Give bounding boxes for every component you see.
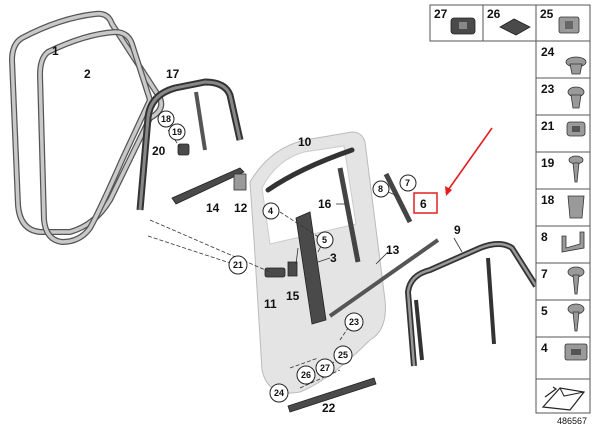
parts-table-column: 24 23 21 19 18 8 7 <box>535 40 591 380</box>
svg-text:21: 21 <box>233 260 243 270</box>
table-cell-23: 23 <box>541 82 585 109</box>
door-seal-2 <box>37 29 153 245</box>
highlight-marker: 6 <box>413 127 493 214</box>
callout-3: 3 <box>330 251 337 265</box>
svg-text:7: 7 <box>405 178 410 188</box>
highlight-label: 6 <box>420 197 427 211</box>
callout-21: 21 <box>228 255 248 275</box>
window-frame-trim-17 <box>136 78 244 211</box>
svg-text:26: 26 <box>487 7 501 21</box>
parts-table-top-row: 27 26 25 <box>429 4 591 42</box>
callout-24: 24 <box>269 383 289 403</box>
sill-trim-22 <box>287 377 377 413</box>
svg-text:27: 27 <box>320 363 330 373</box>
svg-text:25: 25 <box>338 350 348 360</box>
svg-text:8: 8 <box>541 230 548 244</box>
callout-22: 22 <box>322 401 336 415</box>
svg-text:4: 4 <box>541 341 548 355</box>
svg-text:24: 24 <box>541 45 555 59</box>
svg-text:24: 24 <box>274 388 284 398</box>
callout-27: 27 <box>315 358 335 378</box>
table-cell-25: 25 <box>540 7 580 34</box>
callout-19: 19 <box>168 123 186 141</box>
svg-text:23: 23 <box>349 317 359 327</box>
svg-text:4: 4 <box>268 206 273 216</box>
belt-strip-13 <box>328 238 440 318</box>
table-cell-5: 5 <box>541 303 585 332</box>
callout-12: 12 <box>234 201 248 215</box>
callout-4: 4 <box>262 202 280 220</box>
table-cell-8: 8 <box>541 230 585 253</box>
callout-20: 20 <box>152 144 166 158</box>
door-seal-1 <box>9 10 165 235</box>
callout-16: 16 <box>318 197 332 211</box>
callout-17: 17 <box>166 67 180 81</box>
svg-text:26: 26 <box>301 370 311 380</box>
svg-text:18: 18 <box>541 193 555 207</box>
table-cell-7: 7 <box>541 266 585 295</box>
svg-text:19: 19 <box>172 127 182 137</box>
svg-text:23: 23 <box>541 82 555 96</box>
table-cell-27: 27 <box>434 7 476 35</box>
window-channel-9 <box>405 241 539 367</box>
callout-14: 14 <box>206 201 220 215</box>
callout-18: 18 <box>157 110 175 128</box>
table-cell-4: 4 <box>541 341 588 361</box>
table-cell-24: 24 <box>541 45 587 75</box>
svg-text:8: 8 <box>378 184 383 194</box>
svg-text:7: 7 <box>541 267 548 281</box>
callout-2: 2 <box>84 67 91 81</box>
scale-legend-box <box>535 378 591 414</box>
rear-door-panel <box>249 131 386 394</box>
svg-text:27: 27 <box>434 7 448 21</box>
callout-5: 5 <box>316 231 334 249</box>
table-cell-18: 18 <box>541 193 585 219</box>
callout-13: 13 <box>386 243 400 257</box>
svg-text:5: 5 <box>541 304 548 318</box>
callout-25: 25 <box>333 345 353 365</box>
callout-11: 11 <box>264 297 277 311</box>
svg-text:5: 5 <box>322 235 327 245</box>
svg-text:25: 25 <box>540 7 554 21</box>
table-cell-19: 19 <box>541 155 584 183</box>
table-cell-21: 21 <box>541 119 586 137</box>
svg-text:19: 19 <box>541 156 555 170</box>
strip-part-7 <box>383 172 413 224</box>
callout-23: 23 <box>344 312 364 332</box>
diagram-number: 486567 <box>557 416 587 426</box>
callout-9: 9 <box>454 223 461 237</box>
clip-part-12 <box>233 173 247 191</box>
callout-8: 8 <box>372 180 390 198</box>
svg-text:18: 18 <box>161 114 171 124</box>
sill-strip-14 <box>171 167 245 205</box>
table-cell-26: 26 <box>487 7 531 36</box>
svg-text:21: 21 <box>541 119 555 133</box>
callout-26: 26 <box>296 365 316 385</box>
callout-10: 10 <box>298 135 312 149</box>
clip-part-20 <box>177 143 190 156</box>
callout-1: 1 <box>52 44 59 58</box>
callout-7: 7 <box>399 174 417 192</box>
callout-15: 15 <box>286 289 300 303</box>
